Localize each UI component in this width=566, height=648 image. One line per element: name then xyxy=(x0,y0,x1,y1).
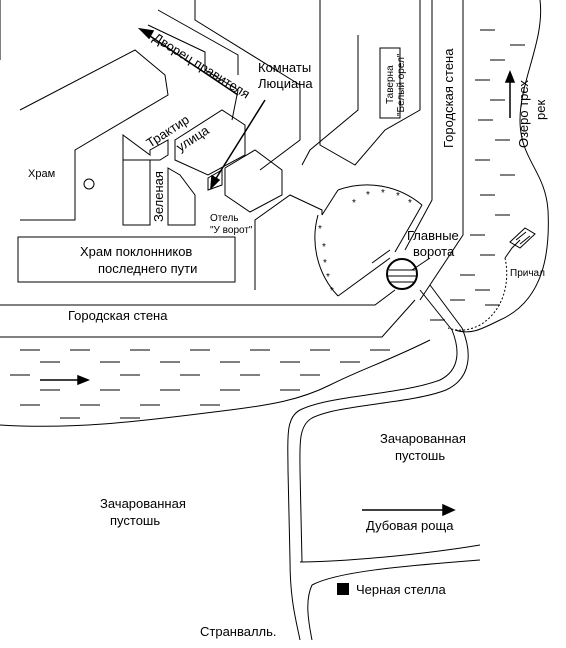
road-west-edge xyxy=(287,329,458,641)
gate-road-link-1 xyxy=(419,289,453,331)
palace-road-north-edge xyxy=(157,9,239,75)
label-green-street: Зеленая xyxy=(151,171,166,222)
road-east-edge xyxy=(299,327,469,563)
label-lake-2: рек xyxy=(533,100,548,120)
palace-arrow-head xyxy=(137,27,155,40)
west-gate-block xyxy=(254,194,323,290)
plaza-star-markers: * * * * * * * * * * xyxy=(318,188,412,297)
label-lake-1: Озеро трех xyxy=(516,80,531,148)
label-pilgrims-temple-2: последнего пути xyxy=(98,261,197,276)
main-gate xyxy=(371,249,431,290)
plaza-arc-north xyxy=(337,184,423,206)
svg-text:*: * xyxy=(318,224,322,235)
lucian-arrow xyxy=(214,99,266,181)
water-strokes xyxy=(10,29,525,419)
label-pilgrims-temple-1: Храм поклонников xyxy=(80,244,192,259)
label-oak-grove: Дубовая роща xyxy=(366,518,454,533)
plaza-arc-west xyxy=(314,214,339,297)
city-blocks xyxy=(0,0,421,290)
label-lucian-1: Комнаты xyxy=(258,60,311,75)
gate-bar-left xyxy=(371,249,391,264)
plaza-edge-2 xyxy=(394,204,423,253)
svg-text:*: * xyxy=(323,258,327,269)
gate-road-link-2 xyxy=(429,284,463,329)
northwest-block-edge xyxy=(147,24,239,121)
plaza-edge-1 xyxy=(337,257,391,297)
svg-text:*: * xyxy=(381,188,385,199)
label-temple: Храм xyxy=(28,168,55,180)
green-street-block-2 xyxy=(167,167,196,226)
lake-shore xyxy=(454,0,549,333)
label-city-wall-south: Городская стена xyxy=(68,308,168,323)
pier-boardwalk xyxy=(504,239,521,259)
lucian-arrow-head xyxy=(210,174,221,190)
label-black-stele: Черная стелла xyxy=(356,582,446,597)
lake-shore-dotted xyxy=(447,257,508,331)
hotel-block-1 xyxy=(207,169,223,191)
label-city-wall-east: Городская стена xyxy=(441,48,456,148)
lake-arrow-head xyxy=(504,69,516,83)
label-stranvall: Странвалль. xyxy=(200,624,277,639)
plaza-edge-3 xyxy=(321,189,339,216)
svg-text:*: * xyxy=(366,190,370,201)
palace-arrow xyxy=(149,35,239,96)
svg-text:*: * xyxy=(322,242,326,253)
city-wall-south-outer xyxy=(0,299,416,338)
label-wasteland-east-2: пустошь xyxy=(395,448,445,463)
city-wall xyxy=(0,0,464,338)
lucian-block-edge xyxy=(194,0,301,171)
label-hotel-2: "У ворот" xyxy=(210,225,253,236)
tavern-sign-box xyxy=(379,47,401,119)
city-wall-east-outer xyxy=(419,0,464,301)
label-palace-road: Дворец правителя xyxy=(150,30,252,102)
river-flow-arrow-head xyxy=(77,374,91,386)
pilgrims-temple-block xyxy=(17,236,236,283)
road xyxy=(287,284,481,641)
label-tavern-2: "Белый орел" xyxy=(396,53,407,116)
svg-text:*: * xyxy=(352,198,356,209)
label-wasteland-west-2: пустошь xyxy=(110,513,160,528)
gate-tower-icon xyxy=(386,258,418,290)
oak-grove-arrow-head xyxy=(442,503,456,517)
svg-text:*: * xyxy=(396,191,400,202)
label-lucian-2: Люциана xyxy=(258,76,313,91)
label-main-gate-2: ворота xyxy=(413,244,455,259)
hotel-block-2 xyxy=(224,149,283,213)
river xyxy=(0,0,549,427)
river-south-bank xyxy=(0,339,431,427)
city-wall-east-inner xyxy=(404,0,433,251)
label-wasteland-west-1: Зачарованная xyxy=(100,496,186,511)
gate-street-edge xyxy=(301,35,359,166)
label-pier: Причал xyxy=(510,268,545,279)
green-street-block-1 xyxy=(122,159,151,226)
gate-bar-right xyxy=(411,257,431,271)
temple-block xyxy=(19,49,169,221)
svg-text:*: * xyxy=(326,272,330,283)
side-road-south-edge xyxy=(307,559,481,641)
label-main-gate-1: Главные xyxy=(407,228,459,243)
inn-block xyxy=(174,109,246,176)
gate-plaza xyxy=(314,184,423,297)
black-stele-icon xyxy=(337,583,349,595)
city-wall-south-inner xyxy=(0,289,396,306)
boat-icon xyxy=(509,227,536,249)
label-wasteland-east-1: Зачарованная xyxy=(380,431,466,446)
side-road-north-edge xyxy=(299,544,481,563)
pier xyxy=(504,227,536,259)
label-tavern-1: Таверна xyxy=(385,65,396,104)
temple-icon xyxy=(83,178,95,190)
svg-text:*: * xyxy=(330,286,334,297)
svg-text:*: * xyxy=(408,198,412,209)
label-hotel-1: Отель xyxy=(210,213,239,224)
tavern-block xyxy=(319,0,421,166)
